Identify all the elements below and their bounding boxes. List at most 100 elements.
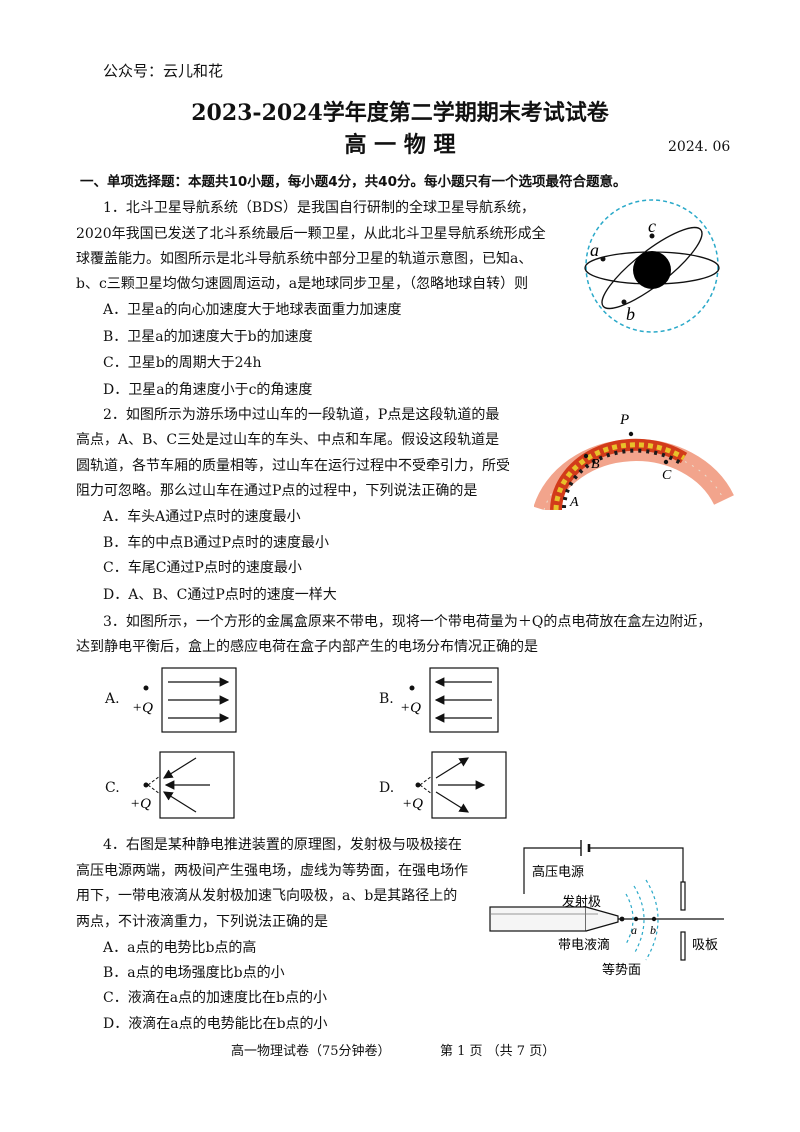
q4-option-c[interactable]: C．液滴在a点的加速度比在b点的小: [103, 990, 328, 1006]
track-rails: [543, 449, 725, 510]
droplet: [619, 916, 625, 922]
dashed-extension: [147, 784, 161, 795]
q1-line: b、c三颗卫星均做匀速圆周运动，a是地球同步卫星，（忽略地球自转）则: [76, 276, 529, 292]
q1-line: 2020年我国已发送了北斗系统最后一颗卫星，从此北斗卫星导航系统形成全: [76, 226, 546, 242]
metal-box: [429, 667, 499, 733]
charge-label: +Q: [130, 796, 151, 812]
account-label: 公众号：云儿和花: [103, 62, 224, 80]
label-c: C: [662, 468, 672, 483]
q3-line: 3．如图所示，一个方形的金属盒原来不带电，现将一个带电荷量为＋Q的点电荷放在盒左…: [103, 614, 712, 630]
coaster-seats: [553, 442, 686, 510]
field-line: [162, 791, 197, 813]
q2-line: 2．如图所示为游乐场中过山车的一段轨道，P点是这段轨道的最: [103, 407, 500, 423]
dashed-extension: [419, 775, 433, 786]
q3-option-d[interactable]: D.: [379, 780, 395, 796]
label-b: b: [626, 304, 635, 324]
roller-coaster-figure: P B C A: [534, 412, 734, 510]
dashed-extension: [147, 775, 161, 786]
q1-line: 1．北斗卫星导航系统（BDS）是我国自行研制的全球卫星导航系统，: [103, 200, 536, 216]
label-p: P: [619, 412, 629, 428]
q2-option-a[interactable]: A．车头A通过P点时的速度最小: [103, 509, 301, 525]
absorber-plate-bottom: [680, 931, 686, 961]
q1-option-c[interactable]: C．卫星b的周期大于24h: [103, 355, 262, 371]
field-line: [162, 757, 197, 779]
q4-option-a[interactable]: A．a点的电势比b点的高: [103, 940, 257, 956]
label-equipotential: 等势面: [602, 962, 641, 977]
q4-option-d[interactable]: D．液滴在a点的电势能比在b点的小: [103, 1016, 328, 1032]
dashed-extension: [419, 784, 433, 795]
subject-title: 高 一 物 理: [344, 132, 456, 158]
point-charge: [143, 685, 149, 691]
label-b: B: [591, 457, 600, 472]
label-droplet: 带电液滴: [558, 937, 610, 952]
metal-box: [159, 751, 235, 819]
wire: [523, 847, 581, 894]
q1-option-b[interactable]: B．卫星a的加速度大于b的加速度: [103, 329, 313, 345]
field-line: [435, 757, 470, 779]
label-b: b: [650, 923, 656, 937]
q4-line: 4．右图是某种静电推进装置的原理图，发射极与吸极接在: [103, 837, 462, 853]
point-b: [651, 916, 657, 922]
q1-option-a[interactable]: A．卫星a的向心加速度大于地球表面重力加速度: [103, 302, 402, 318]
q3-figure-d: +Q: [402, 751, 507, 819]
point-b: [583, 453, 589, 459]
point-a: [633, 916, 639, 922]
point-p: [628, 431, 634, 437]
charge-label: +Q: [132, 700, 153, 716]
point-charge: [415, 782, 421, 788]
label-absorber: 吸板: [692, 937, 718, 952]
q1-option-d[interactable]: D．卫星a的角速度小于c的角速度: [103, 382, 313, 398]
q4-line: 高压电源两端，两极间产生强电场，虚线为等势面，在强电场作: [76, 863, 468, 879]
point-charge: [143, 782, 149, 788]
metal-box: [431, 751, 507, 819]
q2-line: 阻力可忽略。那么过山车在通过P点的过程中，下列说法正确的是: [76, 483, 478, 499]
label-power-source: 高压电源: [532, 864, 584, 879]
q1-line: 球覆盖能力。如图所示是北斗导航系统中部分卫星的轨道示意图，已知a、: [76, 251, 533, 267]
q2-line: 高点，A、B、C三处是过山车的车头、中点和车尾。假设这段轨道是: [76, 432, 500, 448]
wire: [589, 847, 684, 882]
equipotential-line: [633, 885, 645, 955]
point-charge: [409, 685, 415, 691]
coaster-riders: [562, 448, 684, 509]
q3-line: 达到静电平衡后，盒上的感应电荷在盒子内部产生的电场分布情况正确的是: [76, 639, 538, 655]
q3-figure-a: +Q: [132, 667, 237, 733]
charge-label: +Q: [402, 796, 423, 812]
q3-figure-b: +Q: [400, 667, 499, 733]
emitter-nozzle: [585, 906, 619, 932]
q2-option-c[interactable]: C．车尾C通过P点时的速度最小: [103, 560, 302, 576]
q4-option-b[interactable]: B．a点的电场强度比b点的小: [103, 965, 285, 981]
q3-figure-c: +Q: [130, 751, 235, 819]
field-line: [435, 791, 470, 813]
footer-paper: 高一物理试卷（75分钟卷）: [231, 1044, 391, 1059]
q2-option-b[interactable]: B．车的中点B通过P点时的速度最小: [103, 535, 329, 551]
q3-option-c[interactable]: C.: [105, 780, 120, 796]
absorber-plate-top: [680, 881, 686, 911]
q4-line: 两点，不计液滴重力，下列说法正确的是: [76, 914, 328, 930]
charge-label: +Q: [400, 700, 421, 716]
metal-box: [161, 667, 237, 733]
section-heading: 一、单项选择题：本题共10小题，每小题4分，共40分。每小题只有一个选项最符合题…: [80, 174, 627, 190]
q3-option-a[interactable]: A.: [105, 691, 120, 707]
electrostatic-thruster-figure: 高压电源 a b 发射极 带电液滴 等势面 吸板: [489, 840, 724, 977]
label-a: A: [569, 495, 579, 510]
equipotential-line: [645, 879, 659, 961]
q2-option-d[interactable]: D．A、B、C通过P点时的速度一样大: [103, 587, 337, 603]
point-c: [663, 459, 669, 465]
q2-line: 圆轨道，各节车厢的质量相等，过山车在运行过程中不受牵引力，所受: [76, 458, 510, 474]
label-a: a: [590, 240, 599, 260]
q3-option-b[interactable]: B.: [379, 691, 394, 707]
exam-title: 2023-2024学年度第二学期期末考试试卷: [191, 100, 609, 126]
satellite-b-dot: [621, 299, 627, 305]
label-c: c: [648, 216, 656, 236]
footer-page: 第 1 页 （共 7 页）: [440, 1044, 556, 1059]
q4-line: 用下，一带电液滴从发射极加速飞向吸极，a、b是其路径上的: [76, 888, 458, 904]
satellite-c-dot: [649, 233, 655, 239]
satellite-a-dot: [600, 256, 606, 262]
satellite-orbit-figure: c a b: [584, 199, 720, 333]
earth: [633, 251, 671, 289]
emitter-tube: [489, 906, 587, 932]
exam-date: 2024. 06: [668, 139, 731, 155]
label-emitter: 发射极: [562, 894, 601, 909]
label-a: a: [631, 923, 637, 937]
equipotential-line: [625, 893, 634, 945]
